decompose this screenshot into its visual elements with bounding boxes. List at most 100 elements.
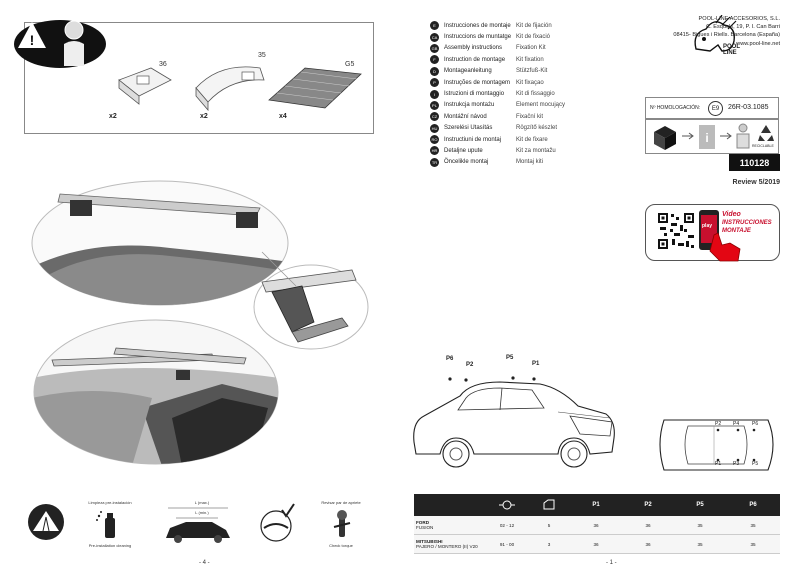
box-icon: [654, 126, 676, 150]
language-code-badge: CA: [430, 32, 439, 42]
point-p6-side: P6: [446, 356, 454, 362]
language-code-badge: HU: [430, 123, 439, 133]
p2-cell: 36: [645, 522, 651, 528]
p6-cell: 35: [750, 541, 756, 547]
logo-text: POOL LINE: [723, 44, 740, 56]
language-kit-name: Kit de fijación: [516, 22, 552, 29]
table-header: P1 P2 P5 P6: [414, 494, 780, 516]
years-cell: 02 - 12: [499, 522, 515, 528]
kit-contents-box: [24, 22, 374, 134]
roof-bars-illustration-bottom: [33, 319, 279, 465]
car-top-view: [659, 419, 774, 471]
review-date: Review 5/2019: [732, 179, 780, 186]
page-number-right: - 1 -: [606, 560, 617, 566]
vehicle-model: FUSION: [416, 525, 434, 530]
company-website[interactable]: www.pool-line.net: [736, 40, 780, 47]
part-35-drawing: [195, 66, 265, 112]
language-kit-name: Kit za montažu: [516, 147, 556, 154]
header-p6: P6: [749, 502, 757, 508]
language-kit-name: Kit de fixare: [516, 136, 548, 143]
language-row: HR Detaljne upute Kit za montažu: [430, 145, 570, 156]
car-length-measure-icon: [166, 507, 230, 543]
language-kit-name: Montaj kiti: [516, 159, 544, 166]
language-kit-name: Rögzítő készlet: [516, 125, 558, 132]
company-info: POOL-LINE ACCESORIOS, S.L. C. Esquels, 1…: [640, 15, 780, 48]
part-g5-pad-drawing: [268, 67, 362, 109]
homologation-mark: E9: [708, 101, 723, 116]
svg-text:!: !: [30, 32, 35, 48]
play-label: play: [702, 223, 713, 229]
p1-cell: 36: [593, 541, 599, 547]
point-p1-side: P1: [532, 361, 540, 367]
zoom-connector-line: [261, 251, 297, 287]
language-row: P Instruções de montagem Kit fixaçao: [430, 77, 570, 88]
language-title: Instructiuni de montaj: [444, 136, 502, 143]
language-kit-name: Fixační kit: [516, 113, 544, 120]
video-title-2: INSTRUCCIONES: [722, 220, 772, 226]
p1-cell: 36: [593, 522, 599, 528]
header-years: [486, 494, 528, 516]
language-code-badge: CZ: [430, 112, 439, 122]
qr-code-icon[interactable]: [656, 211, 696, 251]
svg-text:i: i: [705, 131, 708, 145]
point-p5-top: P5: [752, 461, 759, 467]
company-name: POOL-LINE ACCESORIOS, S.L.: [698, 16, 780, 22]
point-p5-side: P5: [506, 355, 514, 361]
language-title: Istruzioni di montaggio: [444, 91, 505, 98]
language-kit-name: Kit fixation: [516, 56, 544, 63]
language-kit-name: Fixation Kit: [516, 45, 546, 52]
header-p5: P5: [696, 502, 704, 508]
p5-cell: 35: [697, 541, 703, 547]
p5-cell: 35: [697, 522, 703, 528]
calendar-icon: [499, 500, 515, 510]
part-number-36: 36: [159, 61, 167, 68]
header-doors: [528, 494, 570, 516]
arrow-icon: [682, 132, 694, 140]
header-vehicle: [414, 494, 486, 516]
language-title: Instruções de montagem: [444, 79, 511, 86]
company-address-2: 08415- Bigues i Riells. Barcelona (Españ…: [673, 32, 780, 39]
roof-bar-illustration-top: [31, 180, 289, 306]
reading-person-icon: [736, 123, 750, 149]
video-title-3: MONTAJE: [722, 228, 751, 234]
page-number-left: - 4 -: [199, 560, 210, 566]
speed-limit-icon: [28, 504, 64, 540]
language-code-badge: TR: [430, 157, 439, 167]
language-code-badge: D: [430, 66, 439, 76]
video-title-1: Video: [722, 211, 741, 218]
part-36-drawing: [118, 67, 172, 105]
language-kit-name: Kit fixaçao: [516, 79, 544, 86]
language-title: Instrukcja montażu: [444, 102, 495, 109]
pool-line-logo: [694, 15, 737, 52]
point-p1-top: P1: [715, 461, 722, 467]
correct-fit-check-icon: [260, 503, 295, 542]
language-code-badge: I: [430, 89, 439, 99]
doors-cell: 5: [547, 522, 551, 528]
language-code-badge: P: [430, 78, 439, 88]
product-code: 110128: [729, 154, 780, 171]
language-code-badge: HR: [430, 146, 439, 156]
point-p3-top: P3: [733, 461, 740, 467]
years-cell: 91 - 00: [499, 541, 515, 547]
cleaning-spray-icon: [96, 511, 115, 538]
header-p1: P1: [592, 502, 600, 508]
torque-wrench-icon: [333, 510, 351, 537]
language-title: Detaljne upute: [444, 147, 483, 154]
part-qty-36: x2: [109, 113, 117, 120]
video-instructions-box[interactable]: play Video INSTRUCCIONES MONTAJE: [645, 204, 780, 262]
language-code-badge: E: [430, 21, 439, 31]
